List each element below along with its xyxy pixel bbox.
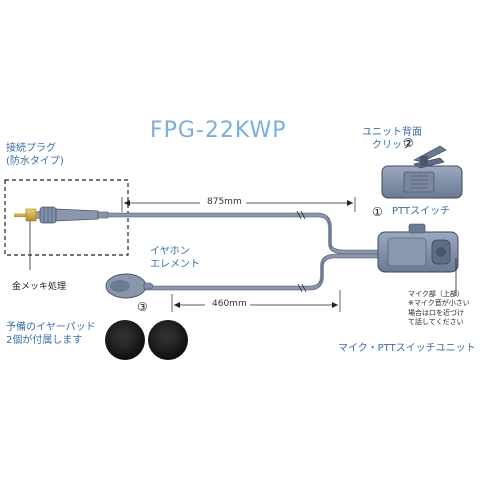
gold-plating-label: 金メッキ処理 (12, 282, 67, 292)
marker-two: ② (403, 136, 414, 150)
mic-ptt-unit (377, 223, 459, 273)
unit-back-view (381, 165, 463, 199)
connector-plug (14, 206, 109, 224)
unit-name-label: マイク・PTTスイッチユニット (338, 343, 476, 354)
length-upper-label: 875mm (207, 197, 242, 207)
marker-three: ③ (137, 300, 148, 314)
clip-label: ユニット背面 クリップ (362, 127, 422, 151)
ptt-switch-label: PTTスイッチ (392, 206, 451, 217)
spare-ear-pads (105, 320, 188, 360)
clip-icon (413, 145, 447, 169)
marker-one: ① (372, 205, 383, 219)
plug-label: 接続プラグ (防水タイプ) (6, 143, 64, 167)
main-cable (108, 213, 380, 254)
length-lower-label: 460mm (212, 299, 247, 309)
earphone-element (105, 273, 154, 299)
earphone-label: イヤホン エレメント (150, 246, 200, 270)
plug-highlight-box (4, 179, 129, 256)
spare-pads-label: 予備のイヤーパッド 2個が付属します (6, 322, 96, 346)
mic-note: マイク部（上部） ※マイク音が小さい 場合は口を近づけ て話してください (408, 290, 470, 327)
dimension-875 (121, 197, 356, 220)
product-title: FPG-22KWP (150, 118, 287, 143)
dimension-460 (171, 283, 341, 312)
